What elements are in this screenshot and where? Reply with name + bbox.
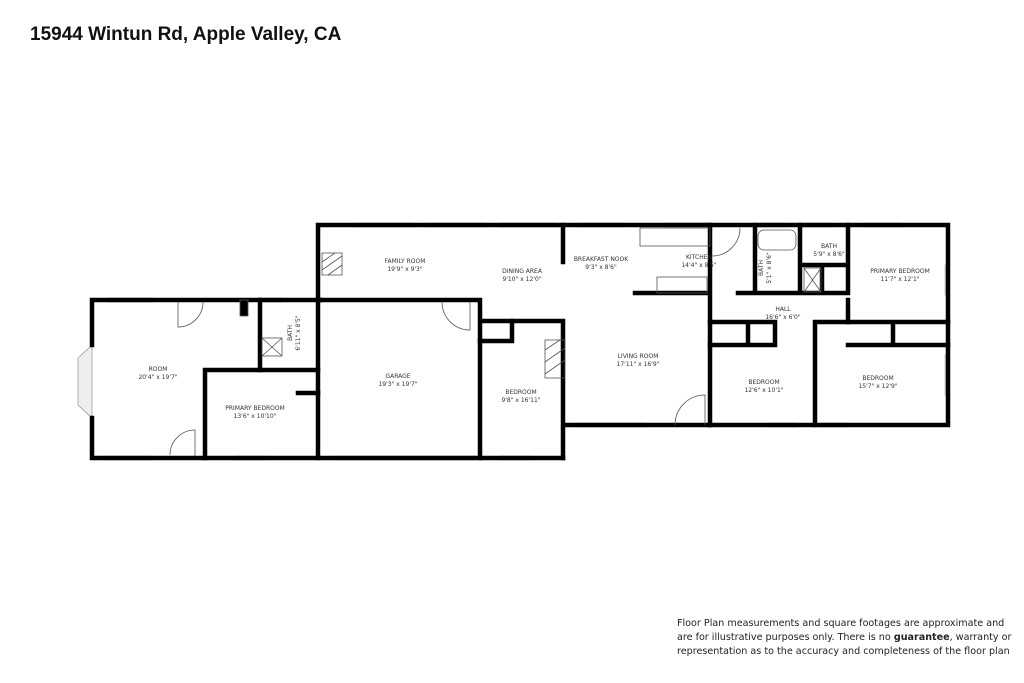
disclaimer: Floor Plan measurements and square foota… <box>677 618 1012 657</box>
page-title: 15944 Wintun Rd, Apple Valley, CA <box>30 24 342 45</box>
fixtures <box>169 227 822 456</box>
walls <box>89 222 951 461</box>
